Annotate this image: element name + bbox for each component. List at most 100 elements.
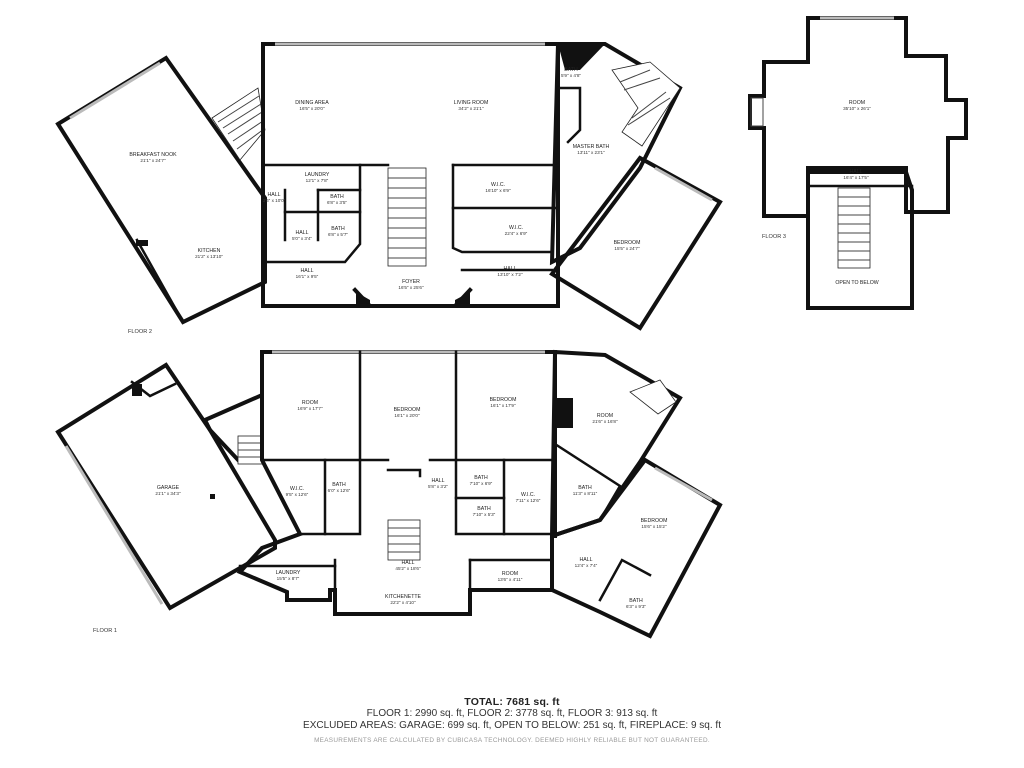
floor-1-wall	[386, 468, 422, 478]
floor-areas: FLOOR 1: 2990 sq. ft, FLOOR 2: 3778 sq. …	[366, 708, 658, 719]
room-name: BATH	[474, 475, 488, 481]
floor-2-kitchen-fixture	[136, 240, 148, 246]
floor-2-fireplace	[558, 44, 605, 70]
floor-1-wic-wall	[260, 458, 362, 536]
room-size: 7'11" x 12'6"	[516, 498, 541, 503]
floor-2-west-stair-treads	[217, 95, 265, 150]
room-name: ROOM	[849, 100, 865, 106]
floor-2-label: FLOOR 2	[128, 329, 152, 335]
floor-3-outline	[748, 16, 968, 218]
floor-2-bedroom-window	[654, 166, 713, 202]
room-name: BEDROOM	[641, 518, 668, 524]
floor-1-central-stair-treads	[388, 527, 420, 553]
floor-2-plan: BREAKFAST NOOK 21'1" x 24'7" DINING AREA…	[55, 42, 723, 335]
room-name: BATH	[331, 226, 345, 232]
floor-2-foyer-column	[356, 292, 370, 306]
floor-1-label: FLOOR 1	[93, 628, 117, 634]
room-name: BATH	[578, 485, 592, 491]
room-size: 21'2" x 13'10"	[195, 254, 223, 259]
floor-1-west-stair-treads	[238, 442, 262, 458]
room-size: 15'6" x 15'2"	[641, 524, 667, 529]
floor-2-bedroom-outline	[549, 155, 723, 331]
floor-1-east-stair	[629, 379, 677, 415]
room-name: BATH	[629, 598, 643, 604]
room-size: 35'10" x 26'1"	[843, 106, 871, 111]
room-name: GARAGE	[157, 485, 180, 491]
room-size: 22'4" x 6'9"	[505, 231, 528, 236]
floor-2-west-wing-wall	[135, 238, 185, 324]
floor-1-east-wing-outline	[549, 349, 683, 539]
room-name: W.I.C.	[521, 492, 535, 498]
room-size: 16'10" x 6'9"	[485, 188, 511, 193]
floor-2-wic-wall	[451, 163, 554, 254]
floor-2-laundry-wall	[261, 163, 362, 264]
room-name: HALL	[432, 478, 445, 484]
room-name: ROOM	[302, 400, 318, 406]
room-size: 13'11" x 23'1"	[577, 150, 605, 155]
room-name: BEDROOM	[394, 407, 421, 413]
room-name: HALL	[301, 268, 314, 274]
room-size: 3'6" x 10'0"	[263, 198, 286, 203]
floor-2-central-stair	[387, 167, 427, 267]
room-size: 6'8" x 5'7"	[328, 232, 348, 237]
room-name: BATH	[477, 506, 491, 512]
floor-1-wall	[598, 558, 652, 602]
room-size: 9'5" x 12'6"	[286, 492, 309, 497]
room-size: 13'6" x 4'11"	[498, 577, 523, 582]
room-size: 45'2" x 18'6"	[395, 566, 421, 571]
room-name: ROOM	[597, 413, 613, 419]
room-size: 6'3" x 9'3"	[626, 604, 646, 609]
room-size: 16'1" x 9'5"	[296, 274, 319, 279]
room-name: W.I.C.	[509, 225, 523, 231]
room-size: 16'5" x 20'0"	[299, 106, 325, 111]
floor-1-garage-outline	[55, 362, 277, 611]
room-size: 15'5" x 24'7"	[614, 246, 640, 251]
floor-1-bedroom-window	[654, 466, 713, 502]
room-name: W.I.C.	[290, 486, 304, 492]
room-name: W.I.C.	[491, 182, 505, 188]
room-size: 5'9" x 4'8"	[561, 73, 581, 78]
floor-3-stair	[837, 187, 871, 269]
room-size: 5'8" x 3'2"	[428, 484, 448, 489]
floor-3-plan: ROOM 35'10" x 26'1" HALL 16'4" x 17'5" O…	[748, 16, 968, 310]
disclaimer: MEASUREMENTS ARE CALCULATED BY CUBICASA …	[314, 737, 710, 744]
floor-2-central-stair-treads	[388, 177, 426, 259]
floor-1-central-stair	[387, 519, 421, 561]
floor-2-east-stair	[611, 61, 681, 147]
room-name: LIVING ROOM	[454, 100, 489, 106]
room-name: HALL	[580, 557, 593, 563]
room-name: HALL	[296, 230, 309, 236]
floor-2-east-stair-treads	[619, 69, 671, 126]
floor-1-garage-door	[64, 445, 164, 605]
floor-2-west-stair	[211, 87, 266, 161]
room-size: 16'1" x 17'9"	[490, 403, 516, 408]
floor-1-fireplace	[556, 398, 573, 428]
floor-3-label: FLOOR 3	[762, 234, 786, 240]
room-size: 13'10" x 7'2"	[497, 272, 523, 277]
room-name: HALL	[850, 169, 863, 175]
room-size: 16'1" x 20'0"	[394, 413, 420, 418]
room-name: BATH	[330, 194, 344, 200]
room-size: 34'2" x 21'1"	[458, 106, 484, 111]
room-size: 6'8" x 3'5"	[327, 200, 347, 205]
room-size: 7'10" x 6'9"	[470, 481, 493, 486]
room-size: 22'2" x 4'10"	[390, 600, 416, 605]
room-size: 15'5" x 8'7"	[277, 576, 300, 581]
room-size: 21'1" x 24'7"	[140, 158, 166, 163]
room-size: 6'0" x 12'6"	[328, 488, 351, 493]
room-size: 21'1" x 34'3"	[155, 491, 181, 496]
room-name: KITCHEN	[198, 248, 221, 254]
room-size: 12'4" x 7'4"	[575, 563, 598, 568]
room-name: BEDROOM	[490, 397, 517, 403]
room-size: 16'4" x 17'5"	[843, 175, 869, 180]
room-size: 5'0" x 3'4"	[292, 236, 312, 241]
room-name: FOYER	[402, 279, 420, 285]
floor-1-bedroom-outline	[550, 457, 723, 639]
room-size: 16'5" x 25'6"	[398, 285, 424, 290]
area-summary: TOTAL: 7681 sq. ft FLOOR 1: 2990 sq. ft,…	[0, 696, 1024, 744]
floor-3-fireplace	[750, 97, 764, 127]
floor-1-garage-fixture	[132, 384, 142, 396]
room-name: OPEN TO BELOW	[835, 280, 878, 286]
room-name: LAUNDRY	[276, 570, 301, 576]
